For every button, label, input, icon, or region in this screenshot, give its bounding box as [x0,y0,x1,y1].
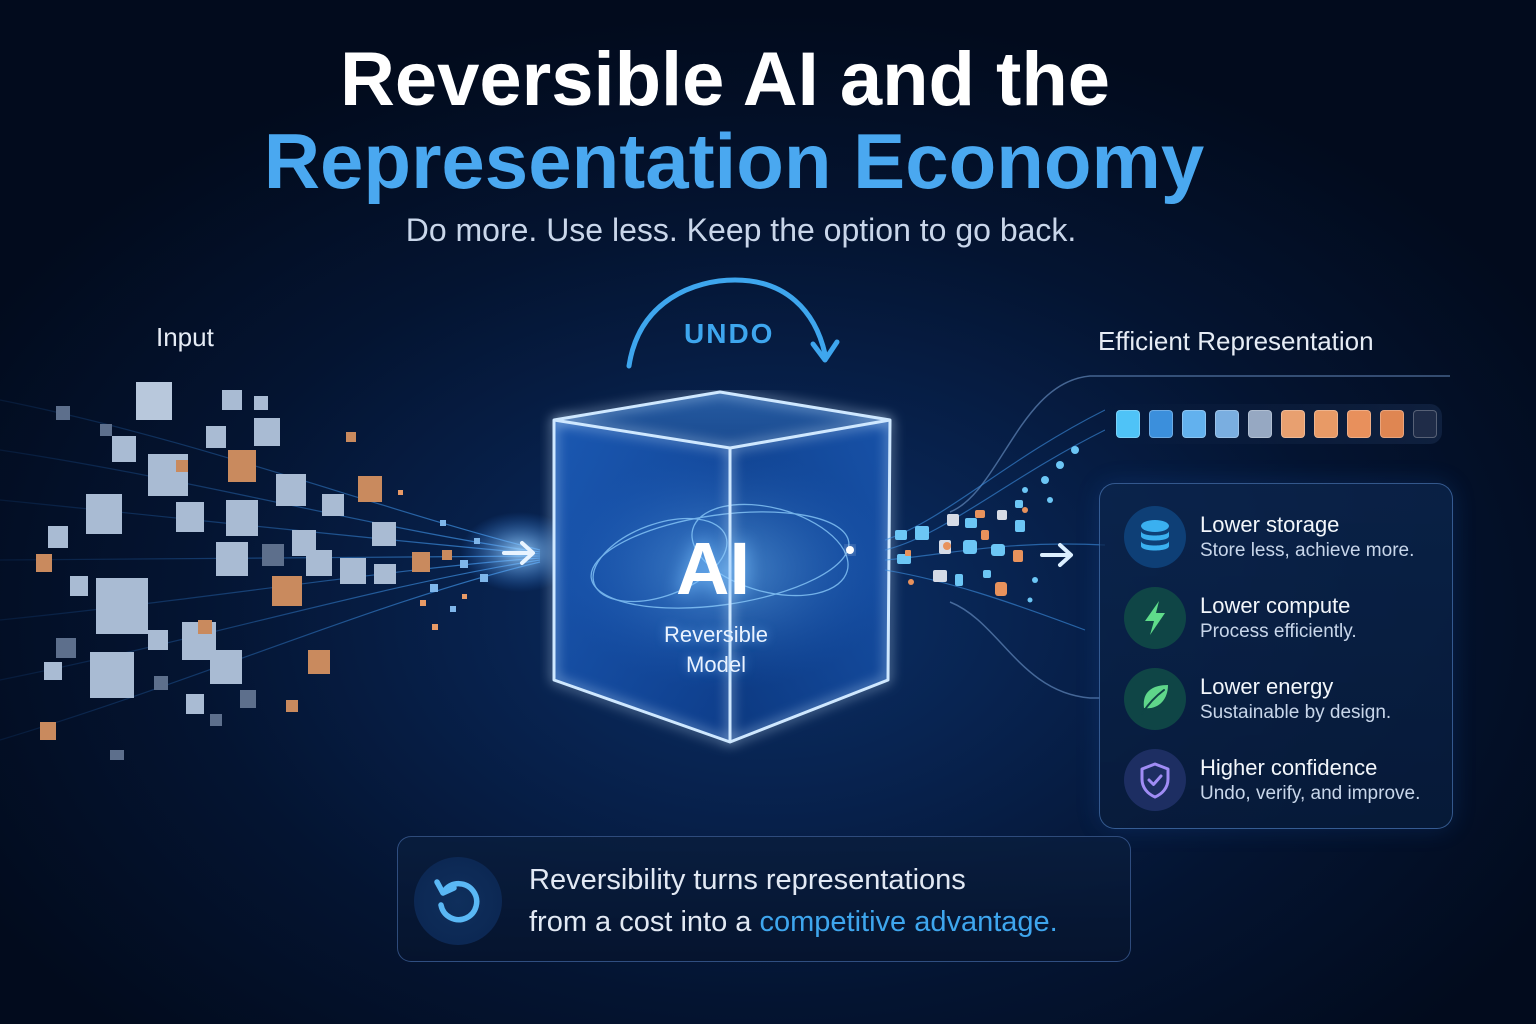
benefit-title: Lower storage [1200,511,1340,537]
callout-line-1: Reversibility turns representations [529,864,966,896]
token-square [1347,410,1371,438]
benefit-desc: Store less, achieve more. [1200,539,1415,561]
token-square [1116,410,1140,438]
benefit-desc: Sustainable by design. [1200,701,1392,723]
benefit-desc: Process efficiently. [1200,620,1357,642]
token-square [1281,410,1305,438]
token-square [1215,410,1239,438]
token-square [1314,410,1338,438]
title-line-1: Reversible AI and the [339,37,1111,122]
cube-subtitle-line1: Reversible [664,622,768,647]
benefit-desc: Undo, verify, and improve. [1200,782,1421,804]
leaf-icon [1124,668,1186,730]
cube-ai-label: AI [676,527,750,610]
cube-cloud-icon [0,382,560,760]
token-square [1182,410,1206,438]
connector-lines [949,375,1450,699]
benefit-title: Lower compute [1200,592,1351,618]
cube-subtitle: Reversible Model [640,620,792,680]
database-icon [1124,506,1186,568]
token-square [1149,410,1173,438]
token-square [1248,410,1272,438]
benefit-lower-compute: Lower compute Process efficiently. [1124,587,1357,649]
efficient-representation-label: Efficient Representation [1098,326,1374,356]
callout-line-2-prefix: from a cost into a [529,906,760,938]
arrow-right-icon [502,541,535,565]
benefit-lower-energy: Lower energy Sustainable by design. [1124,668,1391,730]
lightning-icon [1124,587,1186,649]
callout-line-2: from a cost into a competitive advantage… [529,901,1058,943]
benefit-higher-confidence: Higher confidence Undo, verify, and impr… [1124,749,1420,811]
curved-arrow-icon [626,277,840,369]
token-square [1413,410,1437,438]
undo-rotate-icon [414,857,502,945]
token-square [1380,410,1404,438]
cube-subtitle-line2: Model [686,652,746,677]
undo-label: UNDO [684,318,775,349]
arrow-right-icon [1040,543,1073,567]
shield-check-icon [1124,749,1186,811]
benefit-lower-storage: Lower storage Store less, achieve more. [1124,506,1414,568]
title-line-2: Representation Economy [263,117,1205,205]
benefit-title: Lower energy [1200,673,1334,699]
token-bar [1110,404,1442,444]
input-label: Input [156,322,214,352]
benefits-panel: Lower storage Store less, achieve more. … [1099,483,1453,829]
subtitle: Do more. Use less. Keep the option to go… [405,212,1077,248]
reversible-model-cube [552,390,895,744]
callout-highlight: competitive advantage. [759,906,1058,938]
benefit-title: Higher confidence [1200,754,1378,780]
callout-box: Reversibility turns representations from… [397,836,1131,962]
callout-text: Reversibility turns representations from… [529,859,1058,943]
particle-stream [885,409,1105,631]
